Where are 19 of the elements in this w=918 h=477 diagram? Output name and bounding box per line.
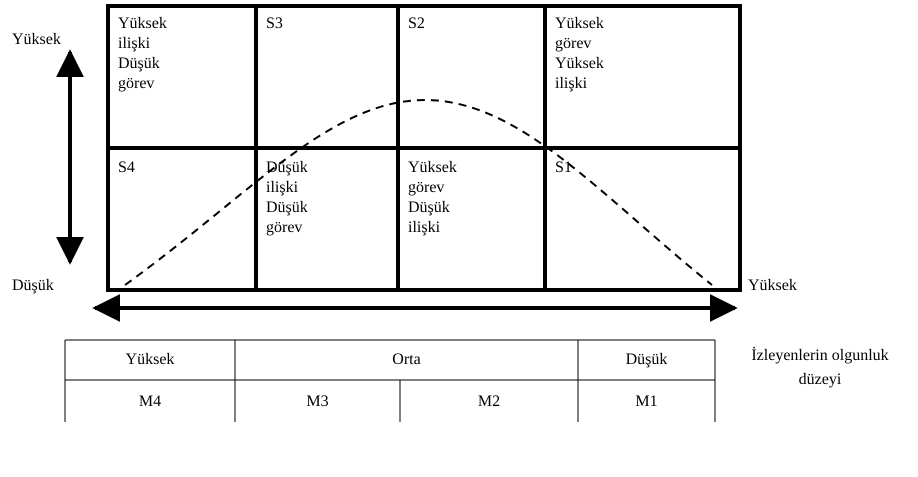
table-text: M1 <box>634 392 659 412</box>
table-caption: İzleyenlerin olgunluk düzeyi <box>750 346 890 390</box>
table-text: Yüksek <box>124 350 176 370</box>
table-text: Orta <box>391 350 422 370</box>
quadrant-label: Yüksek görev Düşük ilişki <box>408 158 458 238</box>
style-label: S4 <box>118 158 136 178</box>
quadrant-label: Yüksek görev Yüksek ilişki <box>555 14 605 94</box>
axis-label: Yüksek <box>748 276 798 296</box>
table-text: Düşük <box>624 350 668 370</box>
style-label: S2 <box>408 14 426 34</box>
quadrant-label: Düşük ilişki Düşük görev <box>266 158 309 238</box>
table-text: M3 <box>305 392 330 412</box>
quadrant-label: Yüksek ilişki Düşük görev <box>118 14 168 94</box>
table-text: M2 <box>476 392 502 412</box>
axis-label: Düşük <box>12 276 55 296</box>
style-label: S3 <box>266 14 284 34</box>
style-label: S1 <box>555 158 573 178</box>
table-text: M4 <box>138 392 162 412</box>
axis-label: Yüksek <box>12 30 62 50</box>
